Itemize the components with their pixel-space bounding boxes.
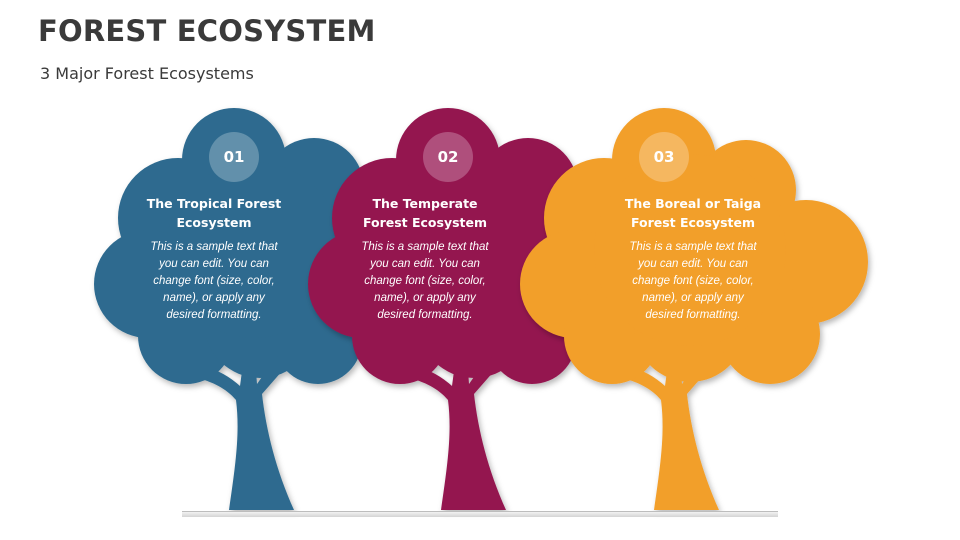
tree-1-text-line: desired formatting. [166,309,262,321]
tree-3 [520,108,868,510]
tree-3-trunk [623,356,719,510]
tree-3-description: This is a sample text that you can edit.… [608,239,778,324]
tree-2-trunk [410,356,506,510]
tree-1-trunk [198,356,294,510]
tree-3-text-line: you can edit. You can [638,258,748,270]
tree-1-description: This is a sample text that you can edit.… [129,239,299,324]
tree-2-heading: The Temperate Forest Ecosystem [335,194,515,232]
tree-3-heading-line2: Forest Ecosystem [630,215,756,230]
tree-3-number: 03 [653,148,675,166]
tree-1-number: 01 [223,148,245,166]
tree-2-text-line: name), or apply any [374,292,476,304]
ground-line [182,511,778,517]
slide-subtitle: 3 Major Forest Ecosystems [40,64,254,83]
tree-3-heading: The Boreal or Taiga Forest Ecosystem [603,194,783,232]
tree-2-heading-line1: The Temperate [372,196,478,211]
tree-2-text-line: you can edit. You can [370,258,480,270]
tree-3-number-badge [639,132,689,182]
tree-1-number-badge [209,132,259,182]
tree-2-heading-line2: Forest Ecosystem [362,215,488,230]
tree-3-crown [520,108,868,384]
tree-3-text-line: change font (size, color, [632,275,754,287]
tree-1-text-line: you can edit. You can [159,258,269,270]
tree-2-number-badge [423,132,473,182]
tree-1-heading: The Tropical Forest Ecosystem [124,194,304,232]
tree-1-text-line: change font (size, color, [153,275,275,287]
tree-3-text-line: desired formatting. [645,309,741,321]
tree-3-text-line: This is a sample text that [629,241,757,253]
tree-1-text-line: This is a sample text that [150,241,278,253]
tree-2-description: This is a sample text that you can edit.… [340,239,510,324]
tree-2-number: 02 [437,148,459,166]
tree-2-text-line: desired formatting. [377,309,473,321]
tree-1-heading-line2: Ecosystem [176,215,252,230]
tree-2-text-line: This is a sample text that [361,241,489,253]
tree-3-heading-line1: The Boreal or Taiga [624,196,762,211]
tree-3-text-line: name), or apply any [642,292,744,304]
tree-2-text-line: change font (size, color, [364,275,486,287]
tree-1-heading-line1: The Tropical Forest [146,196,282,211]
tree-1-text-line: name), or apply any [163,292,265,304]
slide-title: FOREST ECOSYSTEM [38,14,376,48]
